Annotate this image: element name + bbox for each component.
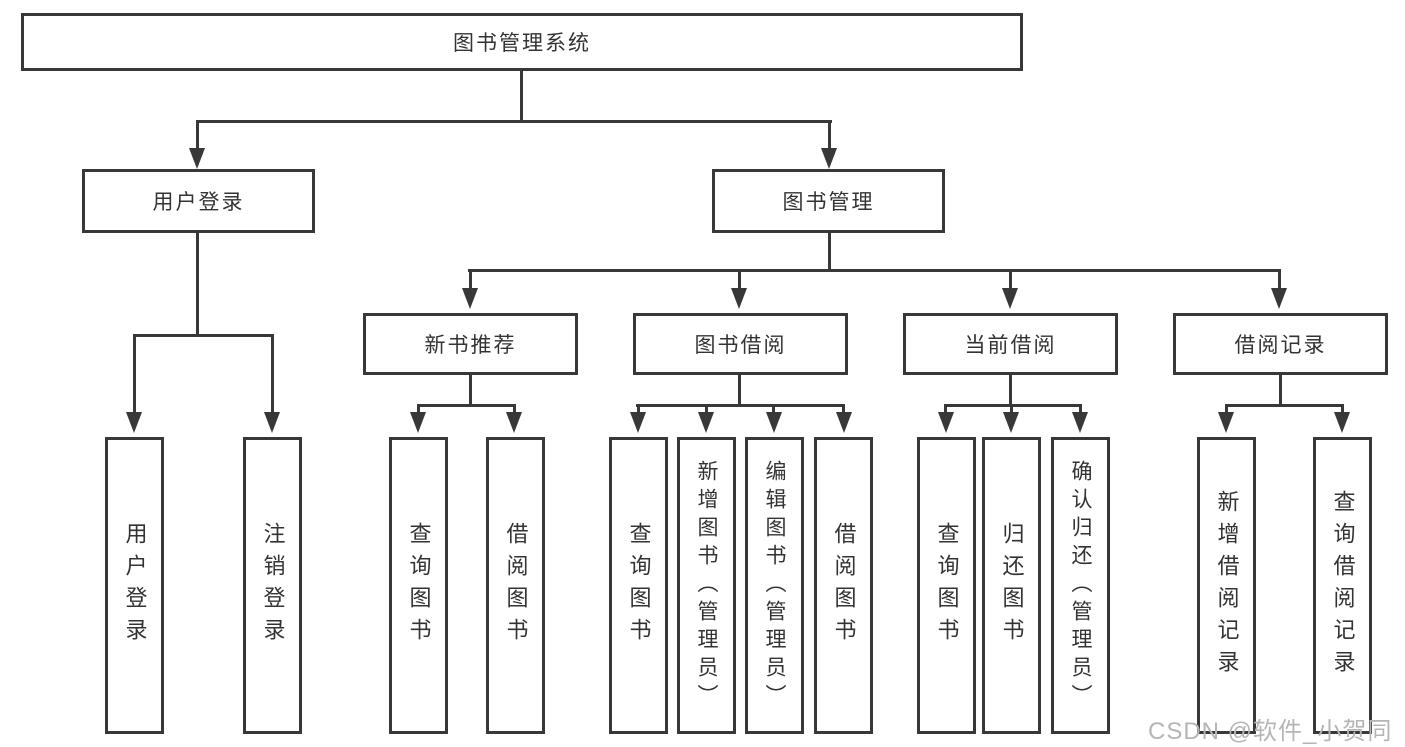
leaf-user-login: 用户登录: [105, 437, 164, 734]
connector-line: [828, 233, 831, 272]
connector-line: [196, 120, 832, 123]
arrow-down: [630, 412, 646, 433]
node-book-management: 图书管理: [712, 169, 945, 233]
node-borrow-records: 借阅记录: [1173, 313, 1388, 375]
node-label: 用户登录: [122, 521, 148, 650]
connector-line: [133, 334, 274, 337]
connector-line: [1009, 375, 1012, 406]
connector-line: [772, 404, 775, 414]
arrow-down: [1072, 412, 1088, 433]
node-label: 注销登录: [260, 521, 286, 650]
arrow-down: [189, 148, 205, 169]
node-label: 新书推荐: [424, 334, 517, 357]
leaf-borrow-books-borrow: 借阅图书: [814, 437, 873, 734]
connector-line: [842, 404, 845, 414]
node-new-book-recommend: 新书推荐: [363, 313, 578, 375]
node-label: 查询图书: [626, 521, 652, 650]
node-label: 借阅图书: [503, 521, 529, 650]
arrow-down: [698, 412, 714, 433]
leaf-add-book-admin: 新增图书（管理员）: [677, 437, 736, 734]
node-label: 查询图书: [406, 521, 432, 650]
node-current-borrow: 当前借阅: [903, 313, 1118, 375]
connector-line: [271, 334, 274, 414]
arrow-down: [264, 412, 280, 433]
node-label: 借阅记录: [1234, 334, 1327, 357]
connector-line: [1010, 404, 1013, 414]
leaf-query-books-current: 查询图书: [917, 437, 976, 734]
node-label: 归还图书: [999, 521, 1025, 650]
arrow-down: [731, 288, 747, 309]
connector-line: [944, 404, 1082, 407]
arrow-down: [506, 412, 522, 433]
connector-line: [468, 269, 1281, 272]
connector-line: [944, 404, 947, 414]
arrow-down: [410, 412, 426, 433]
node-label: 查询图书: [934, 521, 960, 650]
arrow-down: [1002, 288, 1018, 309]
leaf-return-book: 归还图书: [982, 437, 1041, 734]
arrow-down: [821, 148, 837, 169]
leaf-query-borrow-record: 查询借阅记录: [1313, 437, 1372, 734]
arrow-down: [836, 412, 852, 433]
connector-line: [705, 404, 708, 414]
leaf-borrow-books-recommend: 借阅图书: [486, 437, 545, 734]
connector-line: [520, 71, 523, 120]
node-label: 确认归还（管理员）: [1069, 459, 1092, 712]
node-label: 图书管理系统: [453, 32, 591, 55]
node-user-login: 用户登录: [82, 169, 315, 233]
leaf-logout: 注销登录: [243, 437, 302, 734]
arrow-down: [126, 412, 142, 433]
leaf-query-books-borrow: 查询图书: [609, 437, 668, 734]
connector-line: [469, 269, 472, 291]
node-label: 新增图书（管理员）: [695, 459, 718, 712]
connector-line: [1225, 404, 1344, 407]
node-label: 当前借阅: [964, 334, 1057, 357]
connector-line: [1079, 404, 1082, 414]
connector-line: [1225, 404, 1228, 414]
node-label: 图书借阅: [694, 334, 787, 357]
node-label: 查询借阅记录: [1330, 489, 1356, 682]
node-book-borrow: 图书借阅: [633, 313, 848, 375]
connector-line: [738, 375, 741, 406]
connector-line: [1341, 404, 1344, 414]
connector-line: [417, 404, 420, 414]
arrow-down: [462, 288, 478, 309]
connector-line: [738, 269, 741, 291]
leaf-query-books-recommend: 查询图书: [389, 437, 448, 734]
connector-line: [1279, 375, 1282, 406]
node-label: 图书管理: [782, 191, 875, 214]
connector-line: [636, 404, 845, 407]
connector-line: [417, 404, 516, 407]
csdn-watermark: CSDN @软件_小贺同学: [1148, 718, 1393, 745]
connector-line: [196, 233, 199, 336]
arrow-down: [1271, 288, 1287, 309]
arrow-down: [1334, 412, 1350, 433]
leaf-confirm-return-admin: 确认归还（管理员）: [1051, 437, 1110, 734]
node-label: 借阅图书: [831, 521, 857, 650]
leaf-add-borrow-record: 新增借阅记录: [1197, 437, 1256, 734]
connector-line: [637, 404, 640, 414]
connector-line: [1278, 269, 1281, 291]
leaf-edit-book-admin: 编辑图书（管理员）: [745, 437, 804, 734]
arrow-down: [1003, 412, 1019, 433]
node-label: 用户登录: [152, 191, 245, 214]
connector-line: [133, 334, 136, 414]
node-root: 图书管理系统: [21, 13, 1023, 71]
connector-line: [1009, 269, 1012, 291]
node-label: 新增借阅记录: [1214, 489, 1240, 682]
arrow-down: [766, 412, 782, 433]
arrow-down: [938, 412, 954, 433]
connector-line: [513, 404, 516, 414]
connector-line: [828, 120, 831, 152]
node-label: 编辑图书（管理员）: [763, 459, 786, 712]
connector-line: [469, 375, 472, 406]
arrow-down: [1218, 412, 1234, 433]
connector-line: [196, 120, 199, 152]
